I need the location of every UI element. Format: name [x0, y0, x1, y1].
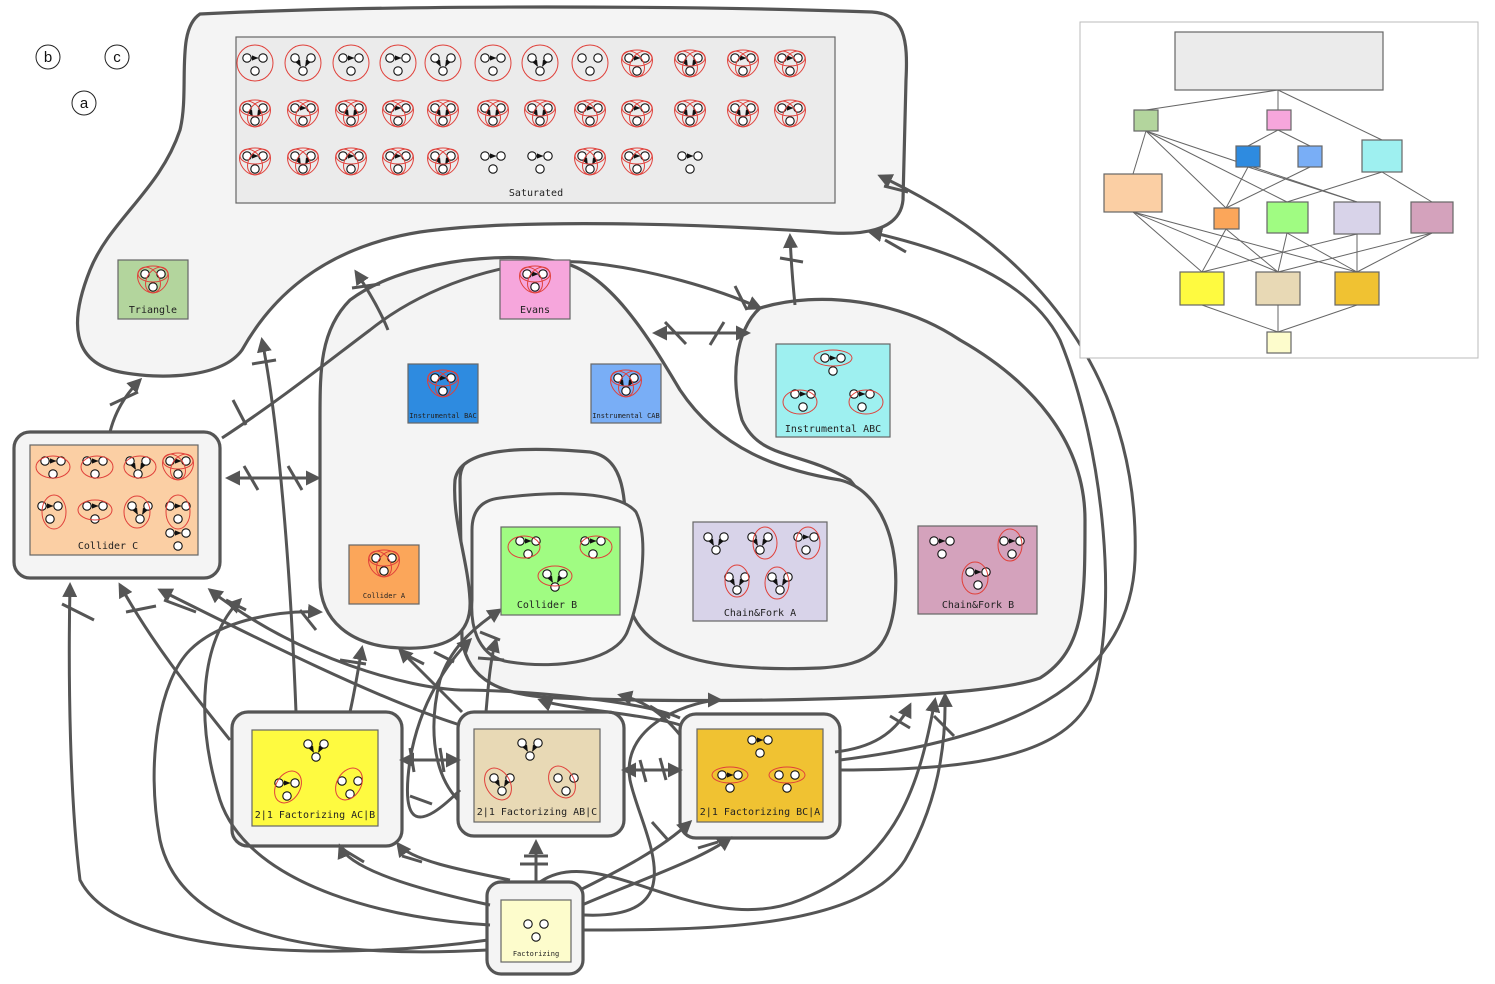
factorizing-label: Factorizing [513, 950, 559, 958]
saturated-label: Saturated [509, 188, 563, 199]
legend-node-c: c [113, 49, 121, 66]
hasse-node-chain-fork-b [1410, 201, 1454, 234]
collider-c-label: Collider C [78, 541, 138, 552]
hasse-edges [1132, 89, 1433, 333]
hasse-node-evans [1266, 109, 1292, 131]
instrumental-bac-label: Instrumental BAC [409, 412, 476, 420]
collider-a-box: Collider A [348, 544, 420, 605]
factorizing-bc-a-box: 2|1 Factorizing BC|A [696, 728, 824, 823]
hasse-node-instrumental-bac [1235, 145, 1261, 168]
hasse-node-collider-a [1213, 207, 1240, 230]
factorizing-ab-c-label: 2|1 Factorizing AB|C [477, 807, 597, 818]
edges [62, 174, 1137, 954]
evans-label: Evans [520, 305, 550, 316]
factorizing-ab-c-box: 2|1 Factorizing AB|C [473, 728, 601, 823]
hasse-node-factorizing-ab-c [1255, 271, 1301, 306]
hasse-node-instrumental-abc [1361, 139, 1403, 173]
legend-node-b: b [44, 49, 52, 66]
instrumental-bac-box: Instrumental BAC [407, 363, 479, 424]
collider-b-box: Collider B [500, 526, 621, 616]
saturated-box: Saturated [234, 36, 836, 204]
instrumental-abc-box: Instrumental ABC [775, 343, 891, 438]
triangle-box: Triangle [117, 259, 189, 320]
chain-fork-a-label: Chain&Fork A [724, 608, 796, 619]
hasse-node-collider-b [1266, 201, 1309, 234]
collider-a-label: Collider A [363, 592, 406, 600]
node-legend: b c a [35, 44, 130, 116]
legend-node-a: a [80, 95, 89, 112]
instrumental-abc-label: Instrumental ABC [785, 424, 881, 435]
hasse-node-factorizing [1266, 331, 1292, 354]
evans-box: Evans [499, 259, 571, 320]
hasse-node-factorizing-ac-b [1179, 271, 1225, 306]
triangle-label: Triangle [129, 305, 177, 316]
hasse-node-collider-c [1103, 173, 1163, 213]
instrumental-cab-label: Instrumental CAB [592, 412, 659, 420]
chain-fork-b-label: Chain&Fork B [942, 600, 1014, 611]
hasse-node-factorizing-bc-a [1334, 271, 1380, 306]
instrumental-cab-box: Instrumental CAB [590, 363, 662, 424]
hasse-node-triangle [1133, 109, 1159, 132]
hasse-inset [1079, 21, 1479, 359]
factorizing-bc-a-label: 2|1 Factorizing BC|A [700, 807, 820, 818]
hasse-node-instrumental-cab [1297, 145, 1323, 168]
collider-b-label: Collider B [517, 600, 577, 611]
factorizing-box: Factorizing [500, 899, 572, 963]
factorizing-ac-b-box: 2|1 Factorizing AC|B [251, 729, 379, 827]
collider-c-box: Collider C [29, 444, 199, 556]
edge-ticks [61, 184, 956, 866]
chain-fork-b-box: Chain&Fork B [917, 525, 1038, 615]
hasse-node-chain-fork-a [1333, 201, 1381, 235]
factorizing-ac-b-label: 2|1 Factorizing AC|B [255, 810, 375, 821]
chain-fork-a-box: Chain&Fork A [692, 521, 828, 622]
hasse-node-saturated [1174, 31, 1384, 91]
